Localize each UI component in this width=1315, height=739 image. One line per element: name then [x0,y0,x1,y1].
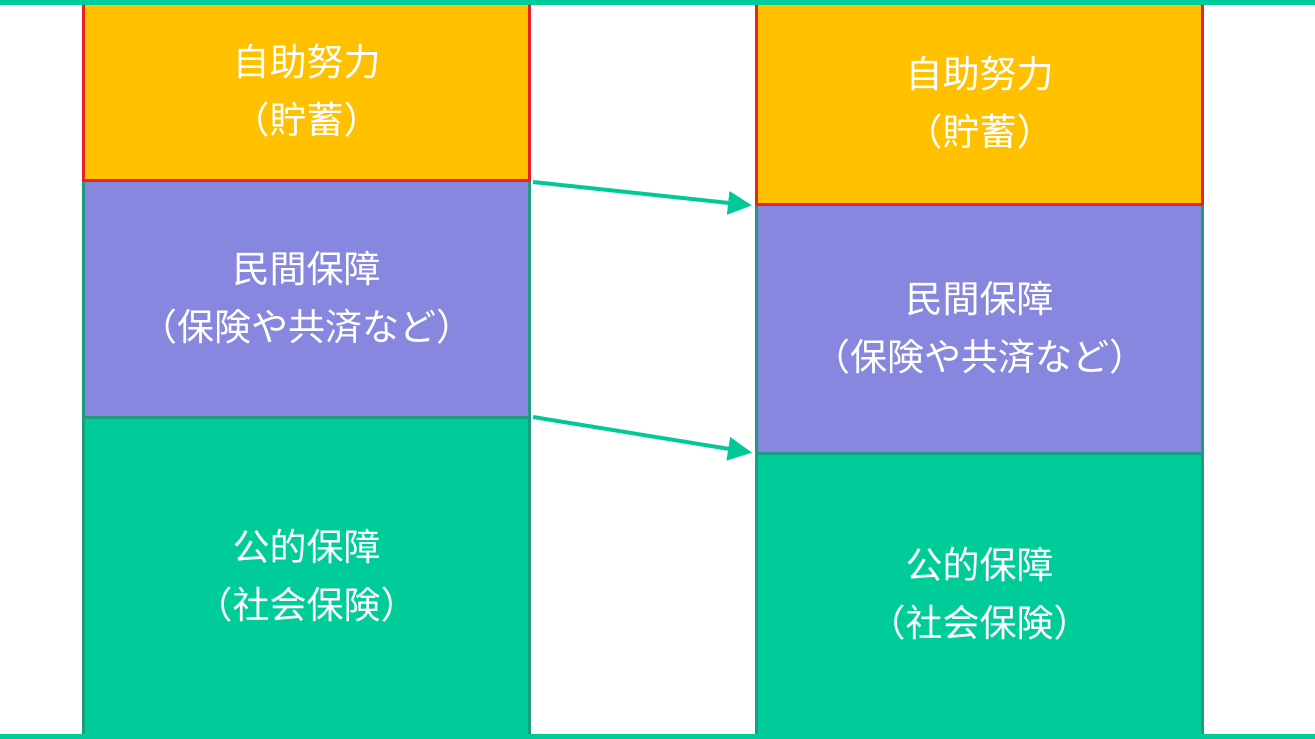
top-border-line [0,0,1315,5]
left-private-title: 民間保障 [232,248,381,291]
right-self-help-subtitle: （貯蓄） [905,111,1054,154]
right-public-subtitle: （社会保険） [868,601,1091,645]
left-self-help-subtitle: （貯蓄） [232,99,381,142]
left-self-help-title: 自助努力 [232,41,381,84]
upper-boundary-arrow [532,180,752,215]
left-public-block: 公的保障 （社会保険） [82,416,531,734]
right-public-block: 公的保障 （社会保険） [755,452,1204,734]
left-public-title: 公的保障 [232,525,381,569]
left-public-subtitle: （社会保険） [195,583,418,627]
right-private-subtitle: （保険や共済など） [813,336,1146,379]
right-self-help-block: 自助努力 （貯蓄） [755,5,1204,206]
left-private-block: 民間保障 （保険や共済など） [82,182,531,416]
bottom-border-line [0,734,1315,739]
right-private-block: 民間保障 （保険や共済など） [755,206,1204,452]
left-private-subtitle: （保険や共済など） [140,306,473,349]
lower-boundary-arrow [532,415,752,461]
right-self-help-title: 自助努力 [905,53,1054,96]
right-private-title: 民間保障 [905,278,1054,321]
left-stack: 自助努力 （貯蓄） 民間保障 （保険や共済など） 公的保障 （社会保険） [82,0,531,739]
right-stack: 自助努力 （貯蓄） 民間保障 （保険や共済など） 公的保障 （社会保険） [755,0,1204,739]
right-public-title: 公的保障 [905,543,1054,587]
left-self-help-block: 自助努力 （貯蓄） [82,5,531,182]
